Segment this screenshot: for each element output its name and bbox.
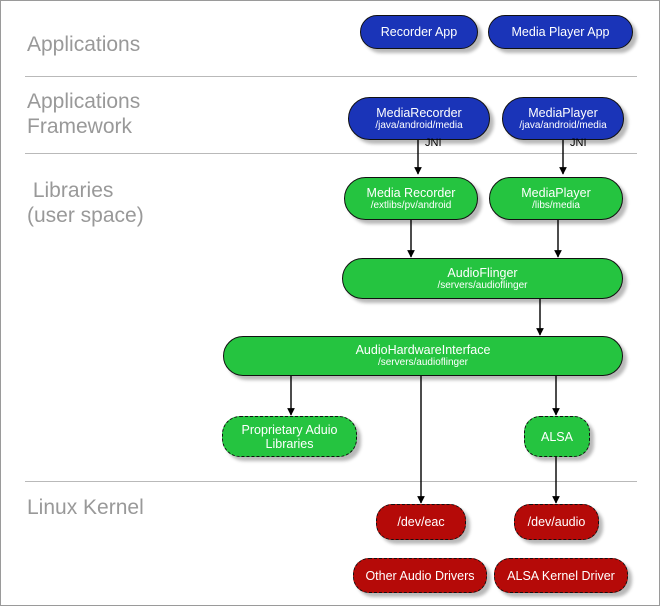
node-other-audio-drivers[interactable]: Other Audio Drivers bbox=[353, 558, 487, 593]
node-media-recorder-lib[interactable]: Media Recorder /extlibs/pv/android bbox=[344, 177, 478, 220]
node-mediaplayer-framework[interactable]: MediaPlayer /java/android/media bbox=[502, 97, 624, 140]
node-proprietary-audio-libraries[interactable]: Proprietary Aduio Libraries bbox=[222, 416, 357, 457]
divider-applications-framework bbox=[25, 153, 637, 154]
node-mediaplayer-lib-subtitle: /libs/media bbox=[532, 199, 580, 211]
node-dev-eac[interactable]: /dev/eac bbox=[376, 504, 466, 540]
node-dev-audio[interactable]: /dev/audio bbox=[514, 504, 599, 540]
node-recorder-app-title: Recorder App bbox=[380, 25, 458, 39]
node-mediaplayer-framework-title: MediaPlayer bbox=[528, 105, 598, 120]
node-alsa-kernel-driver-title: ALSA Kernel Driver bbox=[507, 568, 615, 583]
node-mediarecorder-framework[interactable]: MediaRecorder /java/android/media bbox=[348, 97, 490, 140]
band-label-applications: Applications bbox=[27, 33, 141, 56]
node-alsa[interactable]: ALSA bbox=[524, 416, 590, 457]
node-mediaplayer-framework-subtitle: /java/android/media bbox=[519, 119, 607, 131]
node-audiohardwareinterface-subtitle: /servers/audioflinger bbox=[377, 357, 469, 368]
node-mediaplayer-lib-title: MediaPlayer bbox=[521, 185, 591, 200]
node-audioflinger[interactable]: AudioFlinger /servers/audioflinger bbox=[342, 258, 623, 299]
node-audiohardwareinterface[interactable]: AudioHardwareInterface /servers/audiofli… bbox=[223, 336, 623, 376]
node-media-player-app[interactable]: Media Player App bbox=[488, 15, 633, 49]
node-mediarecorder-framework-title: MediaRecorder bbox=[376, 105, 462, 120]
node-proprietary-audio-libraries-title: Proprietary Aduio Libraries bbox=[241, 422, 338, 451]
divider-libraries bbox=[25, 481, 637, 482]
node-other-audio-drivers-title: Other Audio Drivers bbox=[365, 568, 475, 583]
edge-label-jni-player: JNI bbox=[570, 137, 587, 149]
node-dev-audio-title: /dev/audio bbox=[527, 515, 586, 529]
divider-applications bbox=[25, 76, 637, 77]
node-audioflinger-subtitle: /servers/audioflinger bbox=[437, 279, 528, 291]
node-mediaplayer-lib[interactable]: MediaPlayer /libs/media bbox=[489, 177, 623, 220]
band-label-libraries: Libraries (user space) bbox=[27, 179, 144, 227]
node-mediarecorder-framework-subtitle: /java/android/media bbox=[375, 119, 463, 131]
band-label-linux-kernel: Linux Kernel bbox=[27, 496, 144, 519]
node-media-recorder-lib-title: Media Recorder bbox=[366, 185, 456, 200]
edge-label-jni-recorder: JNI bbox=[425, 137, 442, 149]
node-audioflinger-title: AudioFlinger bbox=[447, 265, 518, 280]
node-recorder-app[interactable]: Recorder App bbox=[360, 15, 478, 49]
node-dev-eac-title: /dev/eac bbox=[397, 515, 445, 529]
band-label-applications-framework: Applications Framework bbox=[27, 90, 141, 138]
node-media-player-app-title: Media Player App bbox=[511, 25, 610, 39]
node-alsa-title: ALSA bbox=[541, 429, 573, 444]
node-audiohardwareinterface-title: AudioHardwareInterface bbox=[355, 343, 491, 357]
node-media-recorder-lib-subtitle: /extlibs/pv/android bbox=[370, 199, 452, 211]
node-alsa-kernel-driver[interactable]: ALSA Kernel Driver bbox=[494, 558, 628, 593]
